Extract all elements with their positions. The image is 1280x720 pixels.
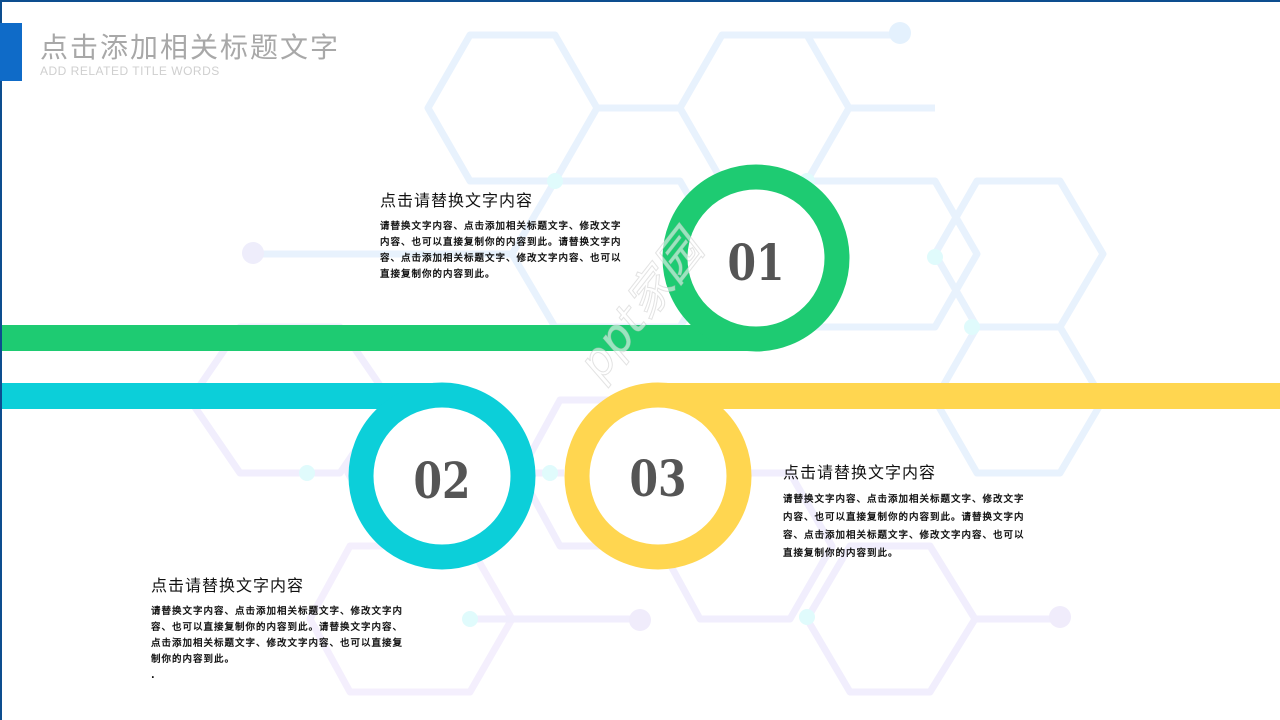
ring-02 <box>348 382 536 570</box>
step-body-03: 请替换文字内容、点击添加相关标题文字、修改文字内容、也可以直接复制你的内容到此。… <box>783 494 1025 559</box>
page-title: 点击添加相关标题文字 <box>40 31 341 64</box>
step-body-02: 请替换文字内容、点击添加相关标题文字、修改文字内容、也可以直接复制你的内容到此。… <box>151 606 404 665</box>
step-heading-01: 点击请替换文字内容 <box>380 191 534 210</box>
step-trailing-dot-02: . <box>151 670 156 681</box>
step-block-01[interactable]: 点击请替换文字内容 请替换文字内容、点击添加相关标题文字、修改文字内容、也可以直… <box>380 187 625 283</box>
step-block-03[interactable]: 点击请替换文字内容 请替换文字内容、点击添加相关标题文字、修改文字内容、也可以直… <box>783 459 1033 563</box>
frame-top-border <box>0 0 1280 2</box>
step-number-02: 02 <box>413 451 471 510</box>
step-block-02[interactable]: 点击请替换文字内容 请替换文字内容、点击添加相关标题文字、修改文字内容、也可以直… <box>151 572 406 684</box>
title-accent-block <box>0 23 22 81</box>
step-body-01: 请替换文字内容、点击添加相关标题文字、修改文字内容、也可以直接复制你的内容到此。… <box>380 221 622 280</box>
ring-03 <box>564 382 752 570</box>
step-number-03: 03 <box>629 449 687 508</box>
page-subtitle: ADD RELATED TITLE WORDS <box>40 64 220 78</box>
step-number-01: 01 <box>727 233 785 292</box>
frame-left-border <box>0 0 2 720</box>
step-heading-03: 点击请替换文字内容 <box>783 463 937 482</box>
ring-01 <box>662 164 850 352</box>
step-heading-02: 点击请替换文字内容 <box>151 576 305 595</box>
